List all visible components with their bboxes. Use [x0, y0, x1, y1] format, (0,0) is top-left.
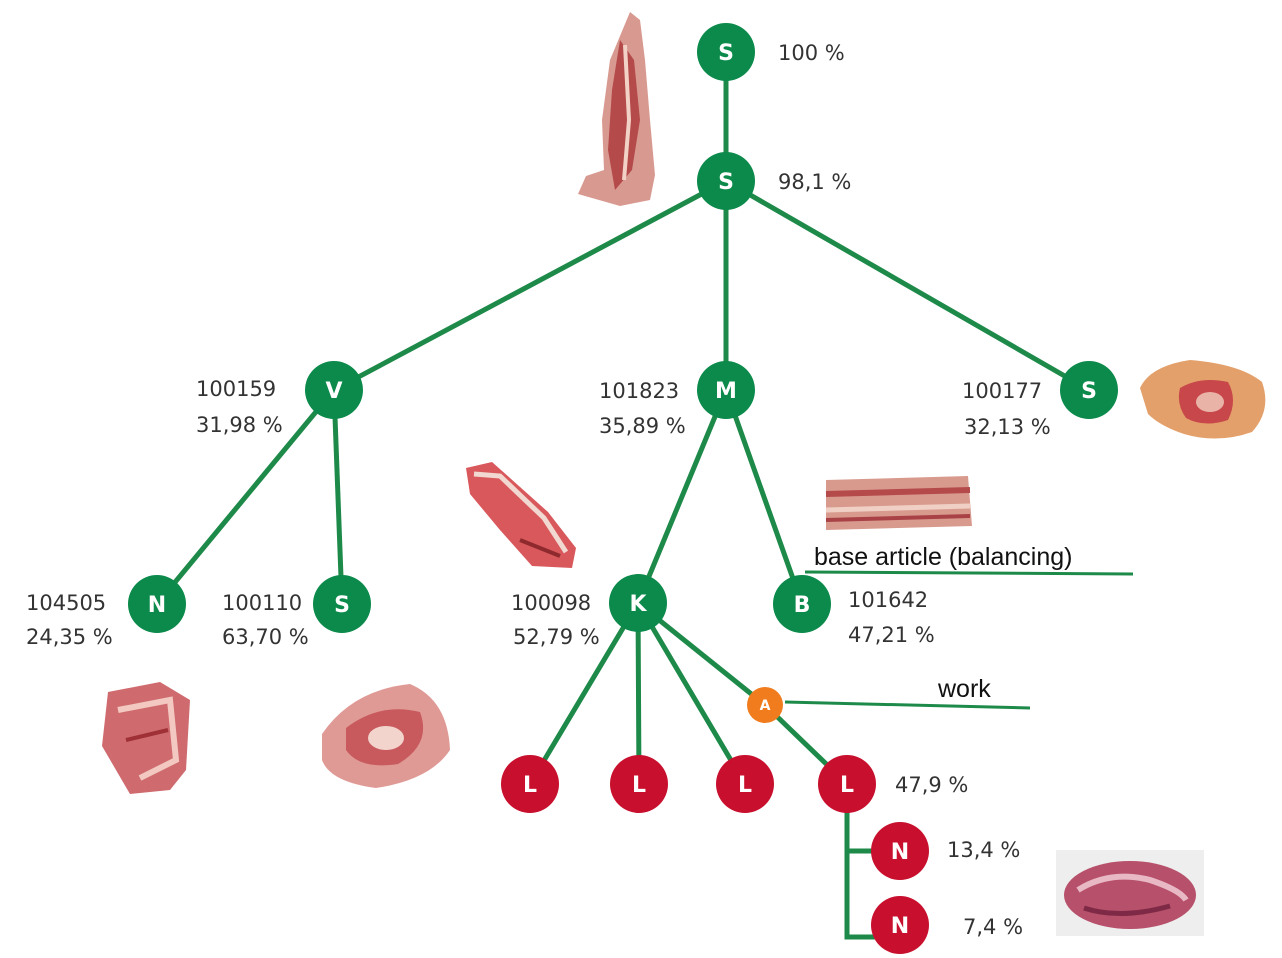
- node-root: S: [697, 23, 755, 81]
- node-l2: L: [610, 755, 668, 813]
- node-s4: S: [313, 575, 371, 633]
- node-l3-letter: L: [738, 773, 752, 798]
- node-root-letter: S: [718, 41, 734, 66]
- node-s2: S: [697, 152, 755, 210]
- node-l4: L: [818, 755, 876, 813]
- node-k-code: 100098: [511, 591, 591, 615]
- node-n1-letter: N: [148, 593, 166, 618]
- node-n3-pct: 7,4 %: [963, 915, 1023, 939]
- shoulder-cut-image: [322, 684, 450, 788]
- node-s2-pct: 98,1 %: [778, 170, 851, 194]
- node-s3-code: 100177: [962, 379, 1042, 403]
- work-leader-line: [785, 702, 1030, 708]
- node-n1: N: [128, 575, 186, 633]
- node-s2-letter: S: [718, 170, 734, 195]
- node-m-letter: M: [715, 379, 737, 404]
- node-n2-letter: N: [891, 840, 909, 865]
- node-s3-letter: S: [1081, 379, 1097, 404]
- node-v-pct: 31,98 %: [196, 413, 283, 437]
- base-article-annotation: base article (balancing): [814, 543, 1072, 571]
- node-s4-letter: S: [334, 593, 350, 618]
- node-root-pct: 100 %: [778, 41, 845, 65]
- node-v-code: 100159: [196, 377, 276, 401]
- trimmings-image: [1056, 850, 1204, 936]
- node-s4-pct: 63,70 %: [222, 625, 309, 649]
- node-n1-pct: 24,35 %: [26, 625, 113, 649]
- node-v: V: [305, 361, 363, 419]
- belly-image: [826, 476, 972, 530]
- node-s3-pct: 32,13 %: [964, 415, 1051, 439]
- node-n3: N: [871, 896, 929, 954]
- base-article-leader-line: [805, 572, 1133, 574]
- node-s4-code: 100110: [222, 591, 302, 615]
- node-m-pct: 35,89 %: [599, 414, 686, 438]
- node-n1-code: 104505: [26, 591, 106, 615]
- ham-leg-image: [1140, 360, 1265, 439]
- node-l4-letter: L: [840, 773, 854, 798]
- node-l2-letter: L: [632, 773, 646, 798]
- node-b: B: [773, 575, 831, 633]
- node-b-pct: 47,21 %: [848, 623, 935, 647]
- node-n3-letter: N: [891, 914, 909, 939]
- node-l1: L: [501, 755, 559, 813]
- node-l3: L: [716, 755, 774, 813]
- node-a-letter: A: [760, 698, 771, 714]
- node-a-work: A: [747, 687, 783, 723]
- node-k: K: [609, 574, 667, 632]
- node-b-letter: B: [794, 593, 811, 618]
- node-l4-pct: 47,9 %: [895, 773, 968, 797]
- node-m-code: 101823: [599, 379, 679, 403]
- node-b-code: 101642: [848, 588, 928, 612]
- node-m: M: [697, 361, 755, 419]
- node-n2-pct: 13,4 %: [947, 838, 1020, 862]
- loin-rib-image: [466, 462, 576, 568]
- pork-half-carcass-image: [578, 12, 655, 206]
- node-v-letter: V: [325, 379, 342, 404]
- neck-cut-image: [102, 682, 190, 794]
- node-k-pct: 52,79 %: [513, 625, 600, 649]
- node-n2: N: [871, 822, 929, 880]
- node-s3: S: [1060, 361, 1118, 419]
- node-l1-letter: L: [523, 773, 537, 798]
- work-annotation: work: [937, 675, 991, 703]
- node-k-letter: K: [629, 592, 647, 617]
